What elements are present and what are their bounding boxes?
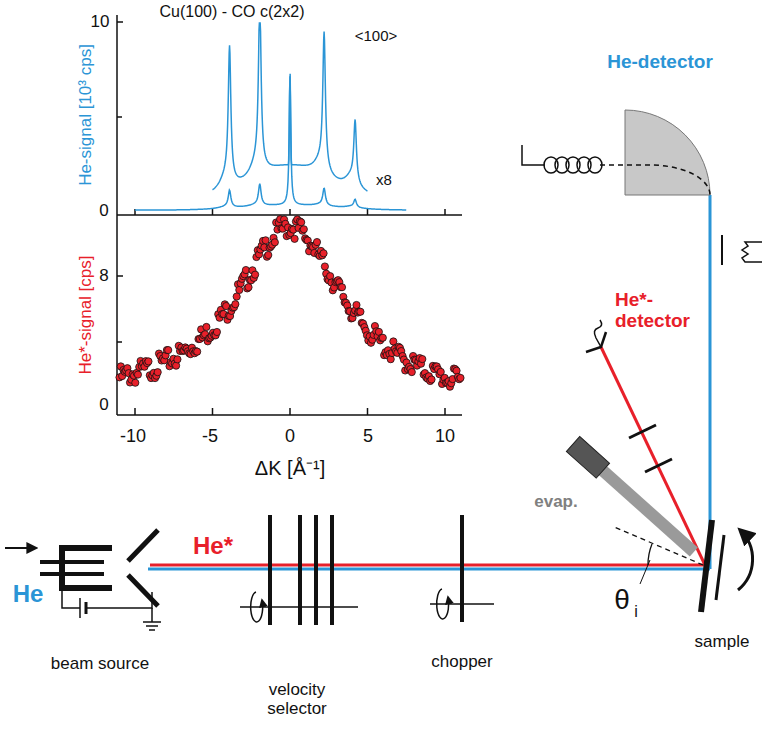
- rotation-axis: [240, 592, 358, 622]
- chopper-axis: [430, 589, 494, 619]
- tick-label: -10: [120, 427, 146, 447]
- scale-factor: x8: [376, 172, 392, 189]
- data-point: [194, 348, 201, 355]
- tick-label: 0: [285, 427, 295, 447]
- data-point: [203, 323, 210, 330]
- data-point: [165, 347, 172, 354]
- he-star-scattered-beam: [601, 347, 705, 565]
- data-point: [134, 371, 141, 378]
- ioniser-wire: [522, 145, 545, 165]
- plot-axes: [117, 15, 462, 415]
- ioniser-coil: [544, 157, 602, 173]
- part-label: velocity selector: [252, 681, 342, 718]
- evaporator: [566, 437, 700, 560]
- he-beam: [148, 568, 710, 571]
- filament: [742, 242, 762, 262]
- data-point: [300, 226, 307, 233]
- velocity-selector: [270, 515, 332, 625]
- plot-title: Cu(100) - CO c(2x2): [160, 3, 305, 21]
- part-label: evap.: [534, 493, 577, 512]
- part-label: sample: [695, 633, 750, 652]
- he-star-beam: [150, 564, 706, 567]
- tick-label: 0: [99, 396, 108, 415]
- tick-label: 8: [99, 267, 108, 286]
- sample-plate: [701, 520, 712, 612]
- axis-title: He-signal [10³ cps]: [77, 44, 96, 186]
- data-point: [379, 334, 386, 341]
- coil-turn: [588, 157, 602, 173]
- data-point: [321, 263, 328, 270]
- data-point: [145, 358, 152, 365]
- data-point: [291, 235, 298, 242]
- tick-label: -5: [202, 427, 218, 447]
- beam-label: He*: [193, 533, 233, 559]
- axis-title: ΔK [Å⁻¹]: [255, 457, 325, 479]
- part-label: chopper: [431, 653, 492, 672]
- data-point: [298, 219, 305, 226]
- part-label: beam source: [51, 655, 149, 674]
- data-point: [353, 301, 360, 308]
- angle-leader: [640, 560, 650, 584]
- data-point: [213, 328, 220, 335]
- coil-turn: [577, 157, 591, 173]
- detector-label: He*- detector: [615, 290, 701, 332]
- sample-holder: [716, 535, 724, 600]
- data-point: [265, 251, 272, 258]
- channeltron: [586, 320, 606, 352]
- surface-normal: [612, 526, 703, 565]
- angle-symbol: θ: [614, 585, 630, 616]
- data-point: [245, 284, 252, 291]
- data-point: [232, 301, 239, 308]
- coil-turn: [555, 157, 569, 173]
- data-point: [408, 368, 415, 375]
- tick-label: 0: [99, 202, 108, 221]
- data-point: [428, 376, 435, 383]
- angle-subscript: i: [634, 603, 638, 621]
- data-point: [236, 286, 243, 293]
- detector-grids: [629, 425, 672, 472]
- coil-turn: [544, 157, 558, 173]
- he-star-data: [116, 216, 464, 391]
- data-point: [457, 374, 464, 381]
- tick-label: 10: [435, 427, 455, 447]
- tick-label: 10: [91, 13, 110, 32]
- rotation-arrow: [738, 530, 753, 590]
- he-spectrum: [135, 74, 406, 210]
- data-point: [233, 293, 240, 300]
- coil-turn: [566, 157, 580, 173]
- gas-inlet-arrow: [5, 547, 36, 549]
- source-wiring: [62, 588, 161, 630]
- data-point: [327, 273, 334, 280]
- he-scattered-beam: [709, 195, 712, 569]
- data-point: [242, 266, 249, 273]
- chopper-disc: [460, 515, 464, 622]
- data-point: [252, 271, 259, 278]
- data-point: [262, 237, 269, 244]
- data-point: [419, 355, 426, 362]
- data-point: [357, 308, 364, 315]
- filament-plate: [721, 235, 723, 265]
- he-detector-analyser: [625, 110, 710, 195]
- detector-label: He-detector: [607, 52, 713, 73]
- ion-path: [600, 165, 710, 195]
- beam-label: He: [13, 581, 44, 607]
- data-point: [271, 239, 278, 246]
- data-point: [132, 379, 139, 386]
- data-point: [174, 356, 181, 363]
- direction-label: <100>: [355, 28, 398, 45]
- data-point: [338, 284, 345, 291]
- beam-source: [40, 530, 158, 606]
- tick-label: 5: [363, 427, 373, 447]
- axis-title: He*-signal [cps]: [77, 255, 96, 374]
- data-point: [154, 369, 161, 376]
- data-point: [313, 238, 320, 245]
- data-point: [320, 250, 327, 257]
- angle-arc: [648, 544, 652, 565]
